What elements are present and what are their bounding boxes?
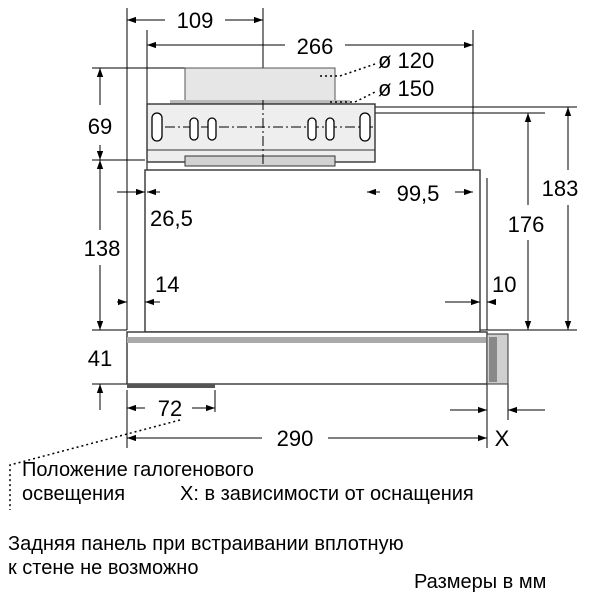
- keyhole-slot: [189, 117, 199, 141]
- rear-panel-note-line-1: Задняя панель при встраивании вплотную: [8, 533, 404, 555]
- dim-109-label: 109: [177, 8, 214, 33]
- halogen-lamp: [127, 384, 215, 388]
- halogen-note: Положение галогенового освещения: [22, 458, 254, 506]
- hood-body: [126, 67, 509, 388]
- dim-26-5-label: 26,5: [150, 206, 193, 231]
- units-note: Размеры в мм: [414, 571, 547, 593]
- dim-d120-label: ø 120: [378, 48, 434, 73]
- keyhole-slot: [359, 112, 371, 142]
- duct-connector: [184, 67, 336, 107]
- bracket-lip: [184, 155, 336, 167]
- dim-41-label: 41: [88, 346, 112, 371]
- keyhole-slot: [151, 112, 163, 142]
- dim-14-label: 14: [155, 272, 179, 297]
- keyhole-slot: [307, 117, 317, 141]
- dim-183-label: 183: [542, 176, 579, 201]
- dimension-arrows: [96, 16, 572, 442]
- dim-69-label: 69: [88, 114, 112, 139]
- mounting-bracket: [146, 103, 376, 163]
- dim-72-label: 72: [158, 396, 182, 421]
- dim-d150-label: ø 150: [378, 76, 434, 101]
- dim-138-label: 138: [84, 236, 121, 261]
- halogen-note-line-1: Положение галогенового: [22, 459, 254, 481]
- dim-x-label: X: [495, 426, 510, 451]
- dim-176-label: 176: [508, 212, 545, 237]
- halogen-note-line-2: освещения: [22, 483, 126, 505]
- dim-99-5-label: 99,5: [397, 181, 440, 206]
- leader-lines: [9, 63, 376, 510]
- dim-10-label: 10: [492, 272, 516, 297]
- x-note: X: в зависимости от оснащения: [180, 483, 474, 505]
- dim-266-label: 266: [297, 34, 334, 59]
- keyhole-slot: [325, 117, 335, 141]
- housing: [144, 169, 481, 333]
- rear-panel-note-line-2: к стене не возможно: [8, 557, 199, 579]
- keyhole-slot: [207, 117, 217, 141]
- rear-panel-note: Задняя панель при встраивании вплотную к…: [8, 532, 404, 580]
- dim-290-label: 290: [277, 426, 314, 451]
